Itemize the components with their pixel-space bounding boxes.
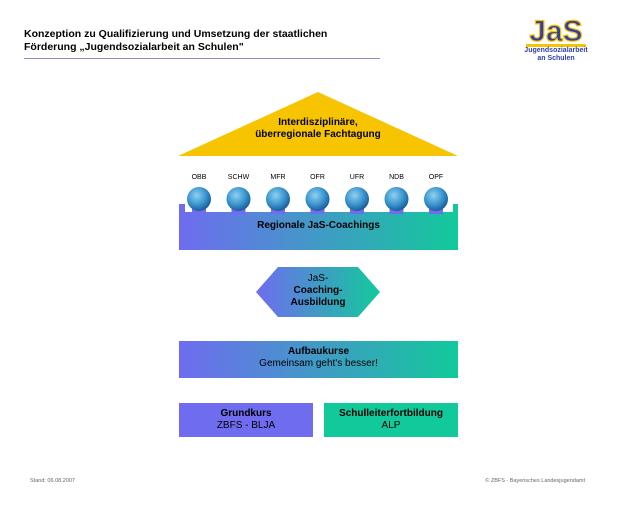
grundkurs-box — [179, 403, 313, 437]
hexagon-label: JaS- Coaching- Ausbildung — [268, 273, 368, 309]
coaching-bar-label: Regionale JaS-Coachings — [257, 220, 380, 231]
region-label-obb: OBB — [191, 174, 207, 181]
logo-text-line-2: an Schulen — [537, 55, 575, 62]
region-sphere-schw — [226, 187, 251, 211]
region-label-ofr: OFR — [310, 174, 325, 181]
title-line-2: Förderung „Jugendsozialarbeit an Schulen… — [24, 41, 244, 53]
grundkurs-label: Grundkurs ZBFS - BLJA — [179, 408, 313, 432]
region-sphere-ndb — [384, 187, 409, 211]
region-label-ndb: NDB — [389, 174, 404, 181]
footer-date: Stand: 06.08.2007 — [30, 478, 75, 484]
region-sphere-ofr — [305, 187, 330, 211]
coaching-hexagon — [256, 267, 380, 317]
title-line-1: Konzeption zu Qualifizierung und Umsetzu… — [24, 28, 328, 40]
logo-text-line-1: Jugendsozialarbeit — [524, 47, 588, 54]
region-sphere-mfr — [266, 187, 290, 211]
region-spheres — [187, 187, 448, 211]
grundkurs-title: Grundkurs — [220, 408, 272, 419]
hexagon-label-line-2: Coaching- — [293, 285, 343, 296]
footer-copyright: © ZBFS - Bayerisches Landesjugendamt — [485, 478, 585, 484]
schulleiter-title: Schulleiterfortbildung — [339, 408, 443, 419]
jas-logo: JaS — [522, 14, 590, 49]
region-label-schw: SCHW — [227, 174, 250, 181]
region-label-mfr: MFR — [270, 174, 286, 181]
schulleiter-label: Schulleiterfortbildung ALP — [324, 408, 458, 432]
region-sphere-ufr — [345, 187, 369, 211]
svg-text:JaS: JaS — [529, 15, 582, 48]
coaching-bar — [179, 204, 458, 250]
region-sphere-opf — [424, 187, 448, 211]
schulleiter-subtitle: ALP — [381, 420, 401, 431]
grundkurs-subtitle: ZBFS - BLJA — [216, 420, 276, 431]
region-label-ufr: UFR — [349, 174, 365, 181]
hexagon-label-line-3: Ausbildung — [290, 297, 346, 308]
region-sphere-obb — [187, 187, 211, 211]
roof-label-line-2: überregionale Fachtagung — [255, 129, 381, 140]
aufbau-label: Aufbaukurse Gemeinsam geht's besser! — [179, 346, 458, 370]
roof-triangle — [178, 92, 458, 156]
title-divider — [24, 58, 380, 59]
roof-label: Interdisziplinäre, überregionale Fachtag… — [228, 117, 408, 141]
page-title: Konzeption zu Qualifizierung und Umsetzu… — [24, 28, 327, 54]
hexagon-label-line-1: JaS- — [307, 273, 329, 284]
aufbau-title: Aufbaukurse — [287, 346, 350, 357]
roof-label-line-1: Interdisziplinäre, — [278, 117, 358, 128]
schulleiter-box — [324, 403, 458, 437]
aufbau-subtitle: Gemeinsam geht's besser! — [259, 358, 378, 369]
aufbau-bar — [179, 341, 458, 378]
region-label-opf: OPF — [428, 174, 444, 181]
